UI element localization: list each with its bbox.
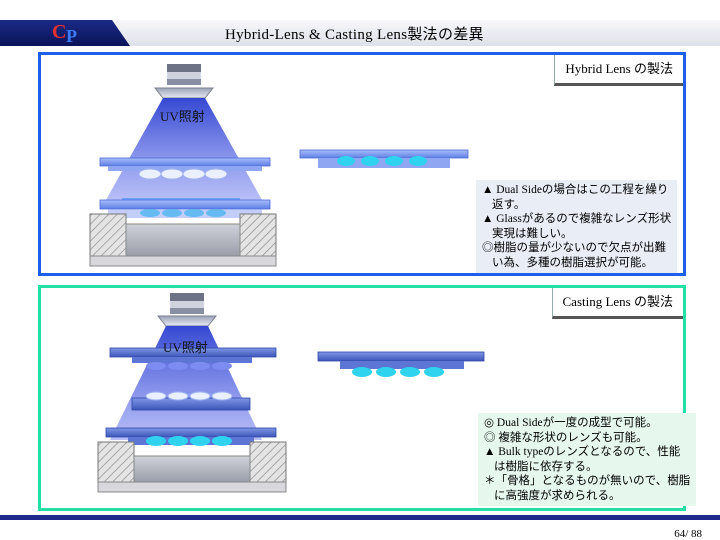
casting-note-line: に高強度が求められる。	[494, 489, 621, 502]
footer-divider	[0, 515, 720, 520]
hybrid-note-line: ▲ Dual Sideの場合はこの工程を繰り	[482, 184, 669, 196]
hybrid-uv-lamp-icon	[153, 64, 215, 99]
casting-uv-label: UV照射	[163, 340, 208, 355]
casting-note-line: ◎ Dual Sideが一度の成型で可能。	[484, 417, 658, 429]
hybrid-notes: ▲ Dual Sideの場合はこの工程を繰り 返す。 ▲ Glassがあるので複…	[476, 180, 678, 273]
logo-letter-c: C	[52, 21, 67, 43]
page-title: Hybrid-Lens & Casting Lens製法の差異	[225, 27, 484, 43]
hybrid-note-line: ◎樹脂の量が少ないので欠点が出難	[482, 242, 666, 254]
hybrid-note-line: 返す。	[492, 198, 526, 211]
hybrid-base-stand-icon	[89, 213, 277, 267]
hybrid-note-line: い為、多種の樹脂選択が可能。	[492, 256, 653, 269]
hybrid-lower-mold-icon	[99, 199, 271, 218]
casting-note-line: ◎ 複雑な形状のレンズも可能。	[484, 431, 648, 444]
casting-lens-panel-label: Casting Lens の製法	[551, 288, 683, 319]
casting-middle-mold-icon	[131, 391, 251, 411]
logo-background	[0, 20, 130, 46]
hybrid-finished-lens-icon	[299, 149, 469, 168]
casting-lower-mold-icon	[105, 427, 277, 446]
logo-letter-p: P	[66, 26, 77, 46]
hybrid-lens-panel-label: Hybrid Lens の製法	[554, 55, 683, 86]
casting-note-line: ▲ Bulk typeのレンズとなるので、性能	[484, 446, 681, 458]
hybrid-note-line: ▲ Glassがあるので複雑なレンズ形状	[482, 213, 672, 225]
page-number: 64/ 88	[674, 528, 702, 540]
casting-note-line: ＊「骨格」となるものが無いので、樹脂	[484, 475, 691, 487]
casting-finished-lens-icon	[317, 351, 485, 377]
hybrid-upper-mold-icon	[99, 157, 271, 180]
casting-notes: ◎ Dual Sideが一度の成型で可能。 ◎ 複雑な形状のレンズも可能。 ▲ …	[478, 413, 697, 506]
casting-base-stand-icon	[97, 441, 287, 493]
casting-note-line: は樹脂に依存する。	[494, 460, 598, 473]
casting-uv-beam	[110, 326, 262, 440]
hybrid-uv-label: UV照射	[160, 109, 205, 124]
casting-upper-mold-icon	[109, 347, 277, 370]
hybrid-note-line: 実現は難しい。	[492, 227, 573, 240]
casting-uv-lamp-icon	[156, 293, 218, 327]
